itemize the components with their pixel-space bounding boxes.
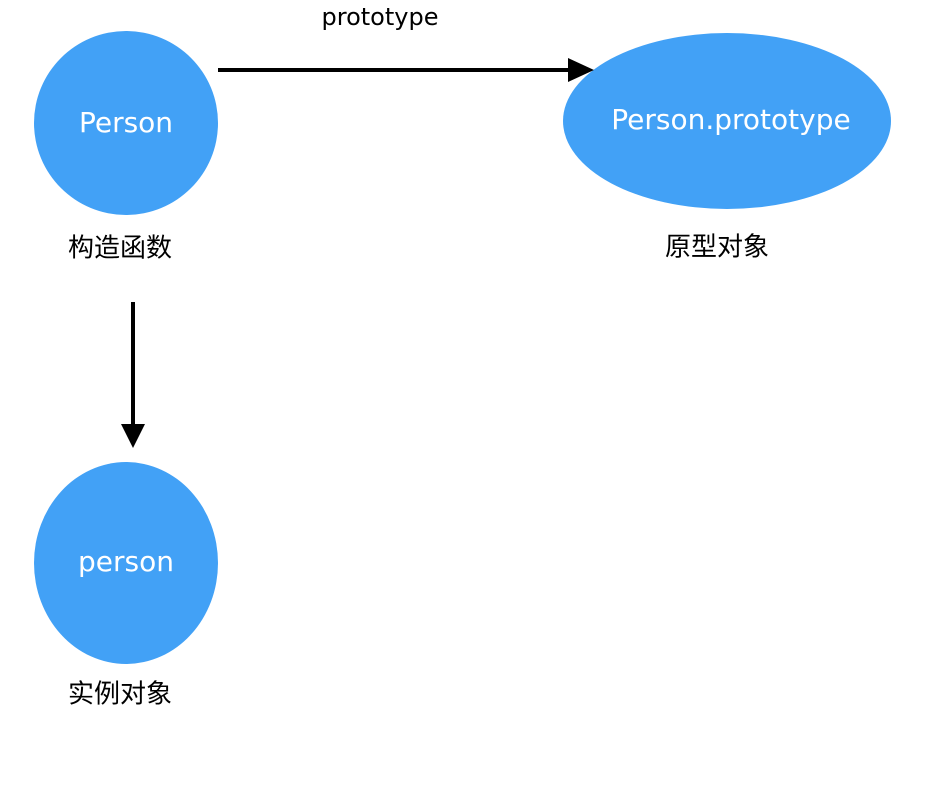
prototype-edge-label: prototype (322, 3, 439, 31)
instance-node-label: person (78, 545, 174, 578)
prototype-object-caption: 原型对象 (665, 233, 769, 263)
constructor-caption: 构造函数 (68, 234, 172, 264)
instance-node-shape (34, 462, 218, 664)
prototype-object-node-shape (563, 33, 891, 209)
prototype-object-node-label: Person.prototype (611, 103, 850, 136)
instance-arrow (121, 302, 145, 448)
instance-caption: 实例对象 (68, 680, 172, 710)
instance-node: person (34, 462, 218, 664)
constructor-node-label: Person (79, 106, 173, 139)
constructor-node: Person (34, 31, 218, 215)
prototype-object-node: Person.prototype (563, 33, 891, 209)
prototype-arrow (218, 58, 594, 82)
instance-arrowhead (121, 424, 145, 448)
prototype-arrowhead (568, 58, 594, 82)
constructor-node-shape (34, 31, 218, 215)
